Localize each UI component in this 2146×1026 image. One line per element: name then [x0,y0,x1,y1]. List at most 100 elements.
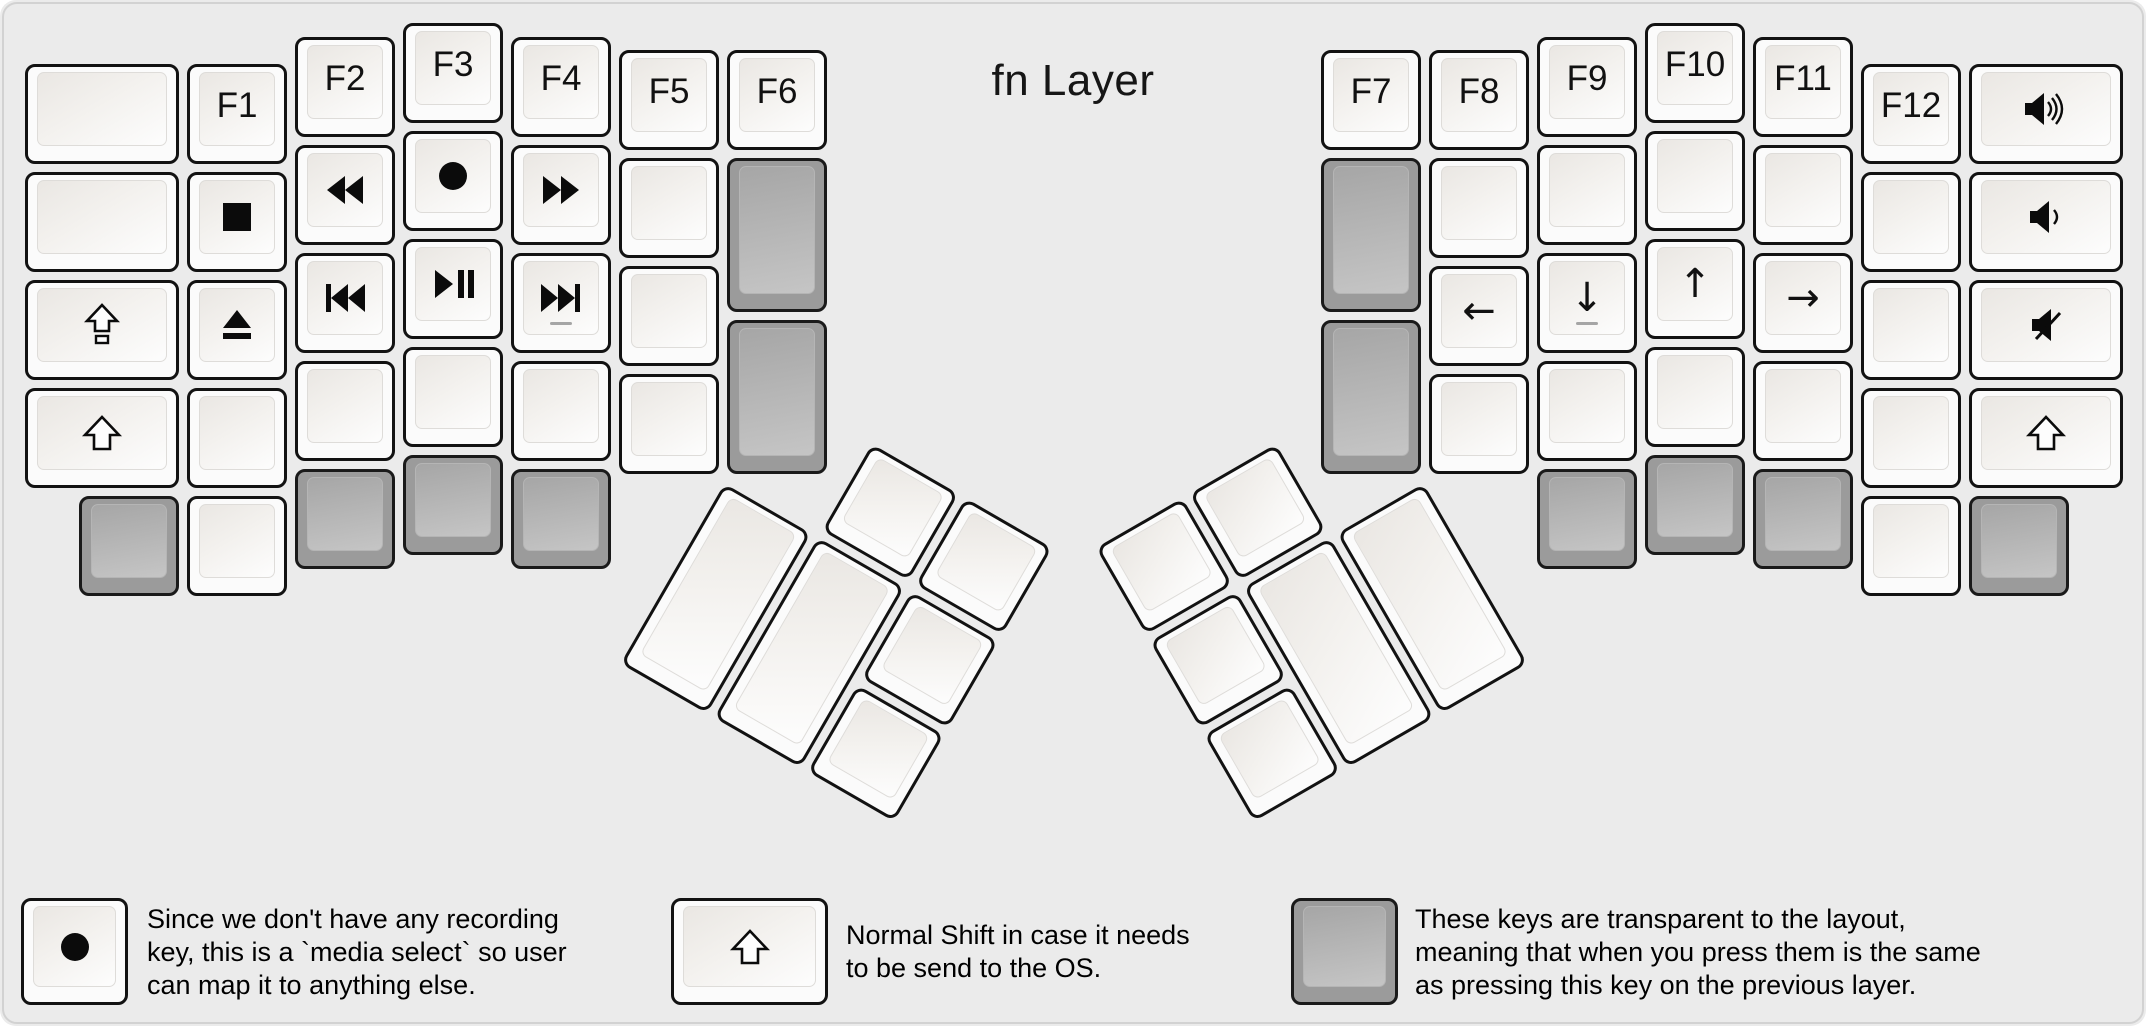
volume-up-icon [2021,89,2071,129]
key-f8[interactable]: F8 [1429,50,1529,150]
keytop: → [1765,260,1841,335]
key-volume-up[interactable] [1969,63,2123,164]
keytop [523,476,599,551]
key-blank[interactable] [25,63,179,164]
keytop [631,274,707,348]
key-transparent[interactable] [79,495,179,596]
key-arrow-down[interactable]: ↓ [1537,252,1637,353]
key-transparent[interactable] [727,320,827,474]
keytop [880,604,984,707]
key-blank[interactable] [295,360,395,461]
keytop [934,510,1038,613]
key-transparent[interactable] [1321,320,1421,474]
keytop [37,395,167,470]
key-f2[interactable]: F2 [295,36,395,137]
legend-key-transparent [1291,898,1398,1005]
keytop [1333,166,1409,294]
keytop [1981,287,2111,362]
legend-line: key, this is a `media select` so user [147,937,567,967]
key-label: F7 [1350,72,1392,111]
key-blank[interactable] [1753,360,1853,461]
keytop [415,463,491,537]
key-label: F11 [1774,58,1832,98]
key-eject[interactable] [187,279,287,380]
shift-icon [81,414,123,452]
key-shift-left[interactable] [25,387,179,488]
key-record[interactable] [403,131,503,231]
key-transparent[interactable] [295,468,395,569]
key-transparent[interactable] [403,455,503,555]
key-f5[interactable]: F5 [619,50,719,150]
key-blank[interactable] [1861,495,1961,596]
keytop [631,382,707,456]
key-transparent[interactable] [511,468,611,569]
key-blank[interactable] [187,495,287,596]
key-caps-lock[interactable] [25,279,179,380]
key-blank[interactable] [511,360,611,461]
key-blank[interactable] [1429,158,1529,258]
key-blank[interactable] [187,387,287,488]
key-blank[interactable] [1537,360,1637,461]
key-blank[interactable] [619,266,719,366]
key-blank[interactable] [1645,131,1745,231]
key-f7[interactable]: F7 [1321,50,1421,150]
key-f6[interactable]: F6 [727,50,827,150]
key-blank[interactable] [25,171,179,272]
key-blank[interactable] [619,158,719,258]
key-shift-right[interactable] [1969,387,2123,488]
key-arrow-right[interactable]: → [1753,252,1853,353]
key-blank[interactable] [1861,279,1961,380]
key-blank[interactable] [1645,347,1745,447]
stop-icon [219,199,255,235]
key-f3[interactable]: F3 [403,23,503,123]
record-icon [57,929,93,965]
keytop [307,368,383,443]
keytop [1549,368,1625,443]
key-rewind[interactable] [295,144,395,245]
keytop [1441,382,1517,456]
key-arrow-left[interactable]: ← [1429,266,1529,366]
key-label: ↑ [1678,261,1712,307]
key-f9[interactable]: F9 [1537,36,1637,137]
key-blank[interactable] [1753,144,1853,245]
key-f10[interactable]: F10 [1645,23,1745,123]
keytop: ← [1441,274,1517,348]
key-transparent[interactable] [1321,158,1421,312]
keytop [37,71,167,146]
keytop [33,906,116,987]
key-stop[interactable] [187,171,287,272]
keytop [523,152,599,227]
key-transparent[interactable] [1537,468,1637,569]
key-blank[interactable] [619,374,719,474]
key-fast-forward[interactable] [511,144,611,245]
homing-bar [550,321,572,325]
keytop [307,260,383,335]
rewind-icon [324,173,366,207]
key-blank[interactable] [1861,171,1961,272]
key-transparent[interactable] [727,158,827,312]
key-next-track[interactable] [511,252,611,353]
keytop: F11 [1765,44,1841,119]
key-prev-track[interactable] [295,252,395,353]
key-f1[interactable]: F1 [187,63,287,164]
keytop [91,503,167,578]
key-label: F3 [432,45,474,84]
key-play-pause[interactable] [403,239,503,339]
key-f11[interactable]: F11 [1753,36,1853,137]
key-arrow-up[interactable]: ↑ [1645,239,1745,339]
key-mute[interactable] [1969,279,2123,380]
key-transparent[interactable] [1753,468,1853,569]
key-f12[interactable]: F12 [1861,63,1961,164]
key-f4[interactable]: F4 [511,36,611,137]
key-blank[interactable] [403,347,503,447]
keytop: F2 [307,44,383,119]
key-blank[interactable] [1429,374,1529,474]
key-volume-down[interactable] [1969,171,2123,272]
fast-forward-icon [540,173,582,207]
key-blank[interactable] [1537,144,1637,245]
key-label: → [1786,274,1820,321]
key-transparent[interactable] [1645,455,1745,555]
key-blank[interactable] [1861,387,1961,488]
key-transparent[interactable] [1969,495,2069,596]
